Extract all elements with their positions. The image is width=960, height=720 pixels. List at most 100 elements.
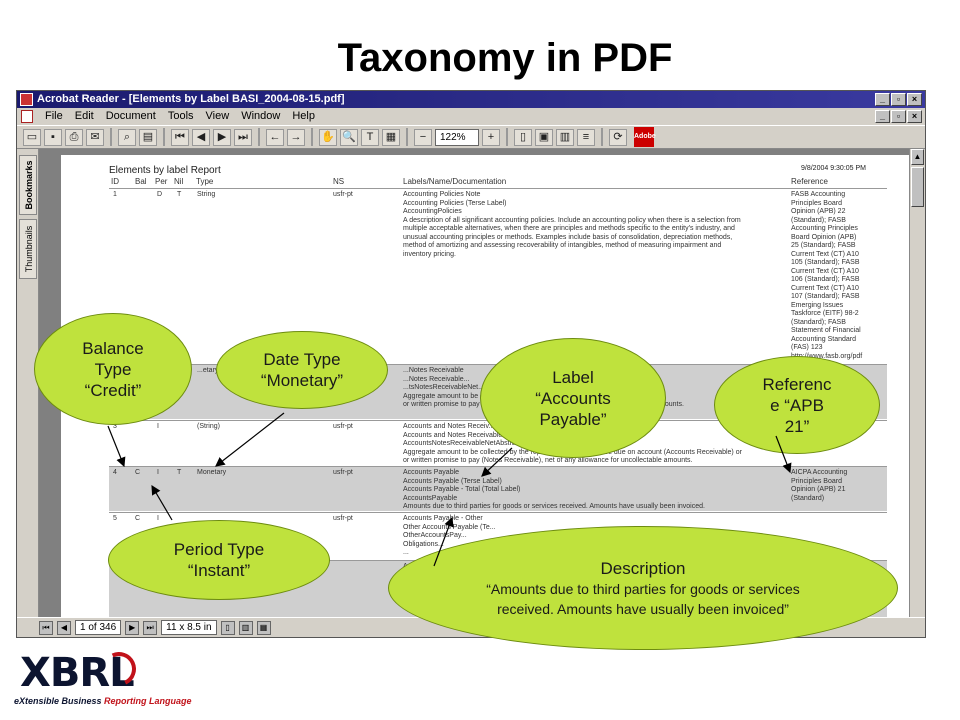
label-line: Accounting Policies Note xyxy=(403,191,481,198)
text-select-icon[interactable]: T xyxy=(361,128,379,146)
menu-window[interactable]: Window xyxy=(241,110,281,122)
tab-thumbnails-label: Thumbnails xyxy=(24,225,34,273)
actual-size-icon[interactable]: ▯ xyxy=(514,128,532,146)
reference-line: http://www.fasb.org/pdf xyxy=(791,352,863,360)
menu-view[interactable]: View xyxy=(205,110,230,122)
report-date: 9/8/2004 9:30:05 PM xyxy=(801,165,866,172)
print-icon[interactable]: ⎙ xyxy=(65,128,83,146)
toolbar-separator xyxy=(506,128,508,146)
menu-tools[interactable]: Tools xyxy=(167,110,194,122)
doc-minimize-button[interactable]: _ xyxy=(875,110,890,123)
reference-line: (Standard) xyxy=(791,494,825,502)
show-hide-panel-icon[interactable]: ▤ xyxy=(139,128,157,146)
reference-line: Accounting Principles xyxy=(791,225,858,232)
reference-line: 106 (Standard); FASB xyxy=(791,276,860,283)
label-line: Accounting Policies (Terse Label) xyxy=(403,199,507,207)
label-line: Accounts Payable - Total (Total Label) xyxy=(403,486,521,493)
cell-per: I xyxy=(157,469,159,476)
first-page-icon[interactable]: ⏮ xyxy=(171,128,189,146)
cell-per: I xyxy=(157,423,159,430)
reference-line: Principles Board xyxy=(791,199,842,207)
row-divider xyxy=(109,188,887,189)
toolbar: ▭ ▪ ⎙ ✉ ⌕ ▤ ⏮ ◀ ▶ ⏭ ← → ✋ 🔍 T ▦ − 122% +… xyxy=(17,125,925,149)
go-back-icon[interactable]: ← xyxy=(266,128,284,146)
rotate-icon[interactable]: ⟳ xyxy=(609,128,627,146)
minimize-button[interactable]: _ xyxy=(875,93,890,106)
label-line: ...Notes Receivable xyxy=(403,367,464,374)
reference-line: Accounting Standard xyxy=(791,335,856,343)
column-header: Per xyxy=(155,177,168,186)
reflow-icon[interactable]: ≡ xyxy=(577,128,595,146)
cell-type: ...etary xyxy=(197,367,219,374)
fit-page-icon[interactable]: ▣ xyxy=(535,128,553,146)
doc-close-button[interactable]: × xyxy=(907,110,922,123)
single-page-icon[interactable]: ▯ xyxy=(220,620,235,635)
prev-page-status-icon[interactable]: ◀ xyxy=(57,620,71,635)
reference-line: Principles Board xyxy=(791,477,842,485)
cell-type: String xyxy=(197,191,216,198)
callout-label-text: Label “Accounts Payable” xyxy=(535,367,611,429)
last-page-icon[interactable]: ⏭ xyxy=(234,128,252,146)
adobe-logo-icon[interactable]: Adobe xyxy=(634,127,656,147)
save-icon[interactable]: ▪ xyxy=(44,128,62,146)
continuous-icon[interactable]: ▥ xyxy=(238,620,253,635)
tab-thumbnails[interactable]: Thumbnails xyxy=(19,219,37,279)
search-icon[interactable]: ⌕ xyxy=(118,128,136,146)
facing-icon[interactable]: ▦ xyxy=(256,620,271,635)
hand-tool-icon[interactable]: ✋ xyxy=(319,128,337,146)
last-page-status-icon[interactable]: ⏭ xyxy=(143,620,158,635)
menu-edit[interactable]: Edit xyxy=(74,110,94,122)
callout-date-type: Date Type “Monetary” xyxy=(216,331,388,409)
label-line: AccountsNotesReceivableNetAbstract xyxy=(403,440,522,447)
label-line: AccountsPayable xyxy=(403,494,458,502)
label-line: A description of all significant account… xyxy=(403,216,741,224)
column-select-icon[interactable]: ▦ xyxy=(382,128,400,146)
reference-line: Current Text (CT) A10 xyxy=(791,284,859,292)
tab-bookmarks-label: Bookmarks xyxy=(24,160,34,210)
label-line: multiple acceptable alternatives, when t… xyxy=(403,225,735,232)
reference-line: Opinion (APB) 21 xyxy=(791,486,846,493)
open-icon[interactable]: ▭ xyxy=(23,128,41,146)
cell-ns: usfr-pt xyxy=(333,191,353,198)
go-forward-icon[interactable]: → xyxy=(287,128,305,146)
label-line: Accounts and Notes Receiv... xyxy=(403,423,495,430)
restore-button[interactable]: ▫ xyxy=(891,93,906,106)
fit-width-icon[interactable]: ▥ xyxy=(556,128,574,146)
zoom-tool-icon[interactable]: 🔍 xyxy=(340,128,358,146)
navigation-pane-tabs: Bookmarks Thumbnails xyxy=(17,149,39,619)
toolbar-separator xyxy=(601,128,603,146)
doc-restore-button[interactable]: ▫ xyxy=(891,110,906,123)
menu-document[interactable]: Document xyxy=(105,110,156,122)
scrollbar-thumb[interactable] xyxy=(911,167,924,207)
page-number-field[interactable]: 1 of 346 xyxy=(75,620,122,635)
toolbar-separator xyxy=(311,128,313,146)
window-title: Acrobat Reader - [Elements by Label BASI… xyxy=(37,93,345,105)
zoom-in-icon[interactable]: + xyxy=(482,128,500,146)
zoom-out-icon[interactable]: − xyxy=(414,128,432,146)
next-page-status-icon[interactable]: ▶ xyxy=(125,620,140,635)
email-icon[interactable]: ✉ xyxy=(86,128,104,146)
menu-file[interactable]: File xyxy=(45,110,63,122)
callout-reference: Referenc e “APB 21” xyxy=(714,356,880,454)
first-page-status-icon[interactable]: ⏮ xyxy=(39,620,53,635)
cell-ns: usfr-pt xyxy=(333,469,353,476)
previous-page-icon[interactable]: ◀ xyxy=(192,128,210,146)
callout-period-type-text: Period Type “Instant” xyxy=(173,540,265,580)
menu-help[interactable]: Help xyxy=(292,110,315,122)
tab-bookmarks[interactable]: Bookmarks xyxy=(19,155,37,215)
label-line: ... xyxy=(403,549,409,556)
zoom-field[interactable]: 122% xyxy=(435,128,479,146)
vertical-scrollbar[interactable]: ▲ xyxy=(909,149,925,619)
next-page-icon[interactable]: ▶ xyxy=(213,128,231,146)
cell-bal: C xyxy=(135,515,141,522)
scroll-up-icon[interactable]: ▲ xyxy=(911,149,924,165)
label-line: Accounts Payable xyxy=(403,469,460,476)
title-bar: Acrobat Reader - [Elements by Label BASI… xyxy=(17,91,925,108)
document-icon[interactable] xyxy=(21,110,33,123)
cell-per: D xyxy=(157,191,163,198)
close-button[interactable]: × xyxy=(907,93,922,106)
column-header: Reference xyxy=(791,177,828,186)
reference-line: 107 (Standard); FASB xyxy=(791,293,860,300)
